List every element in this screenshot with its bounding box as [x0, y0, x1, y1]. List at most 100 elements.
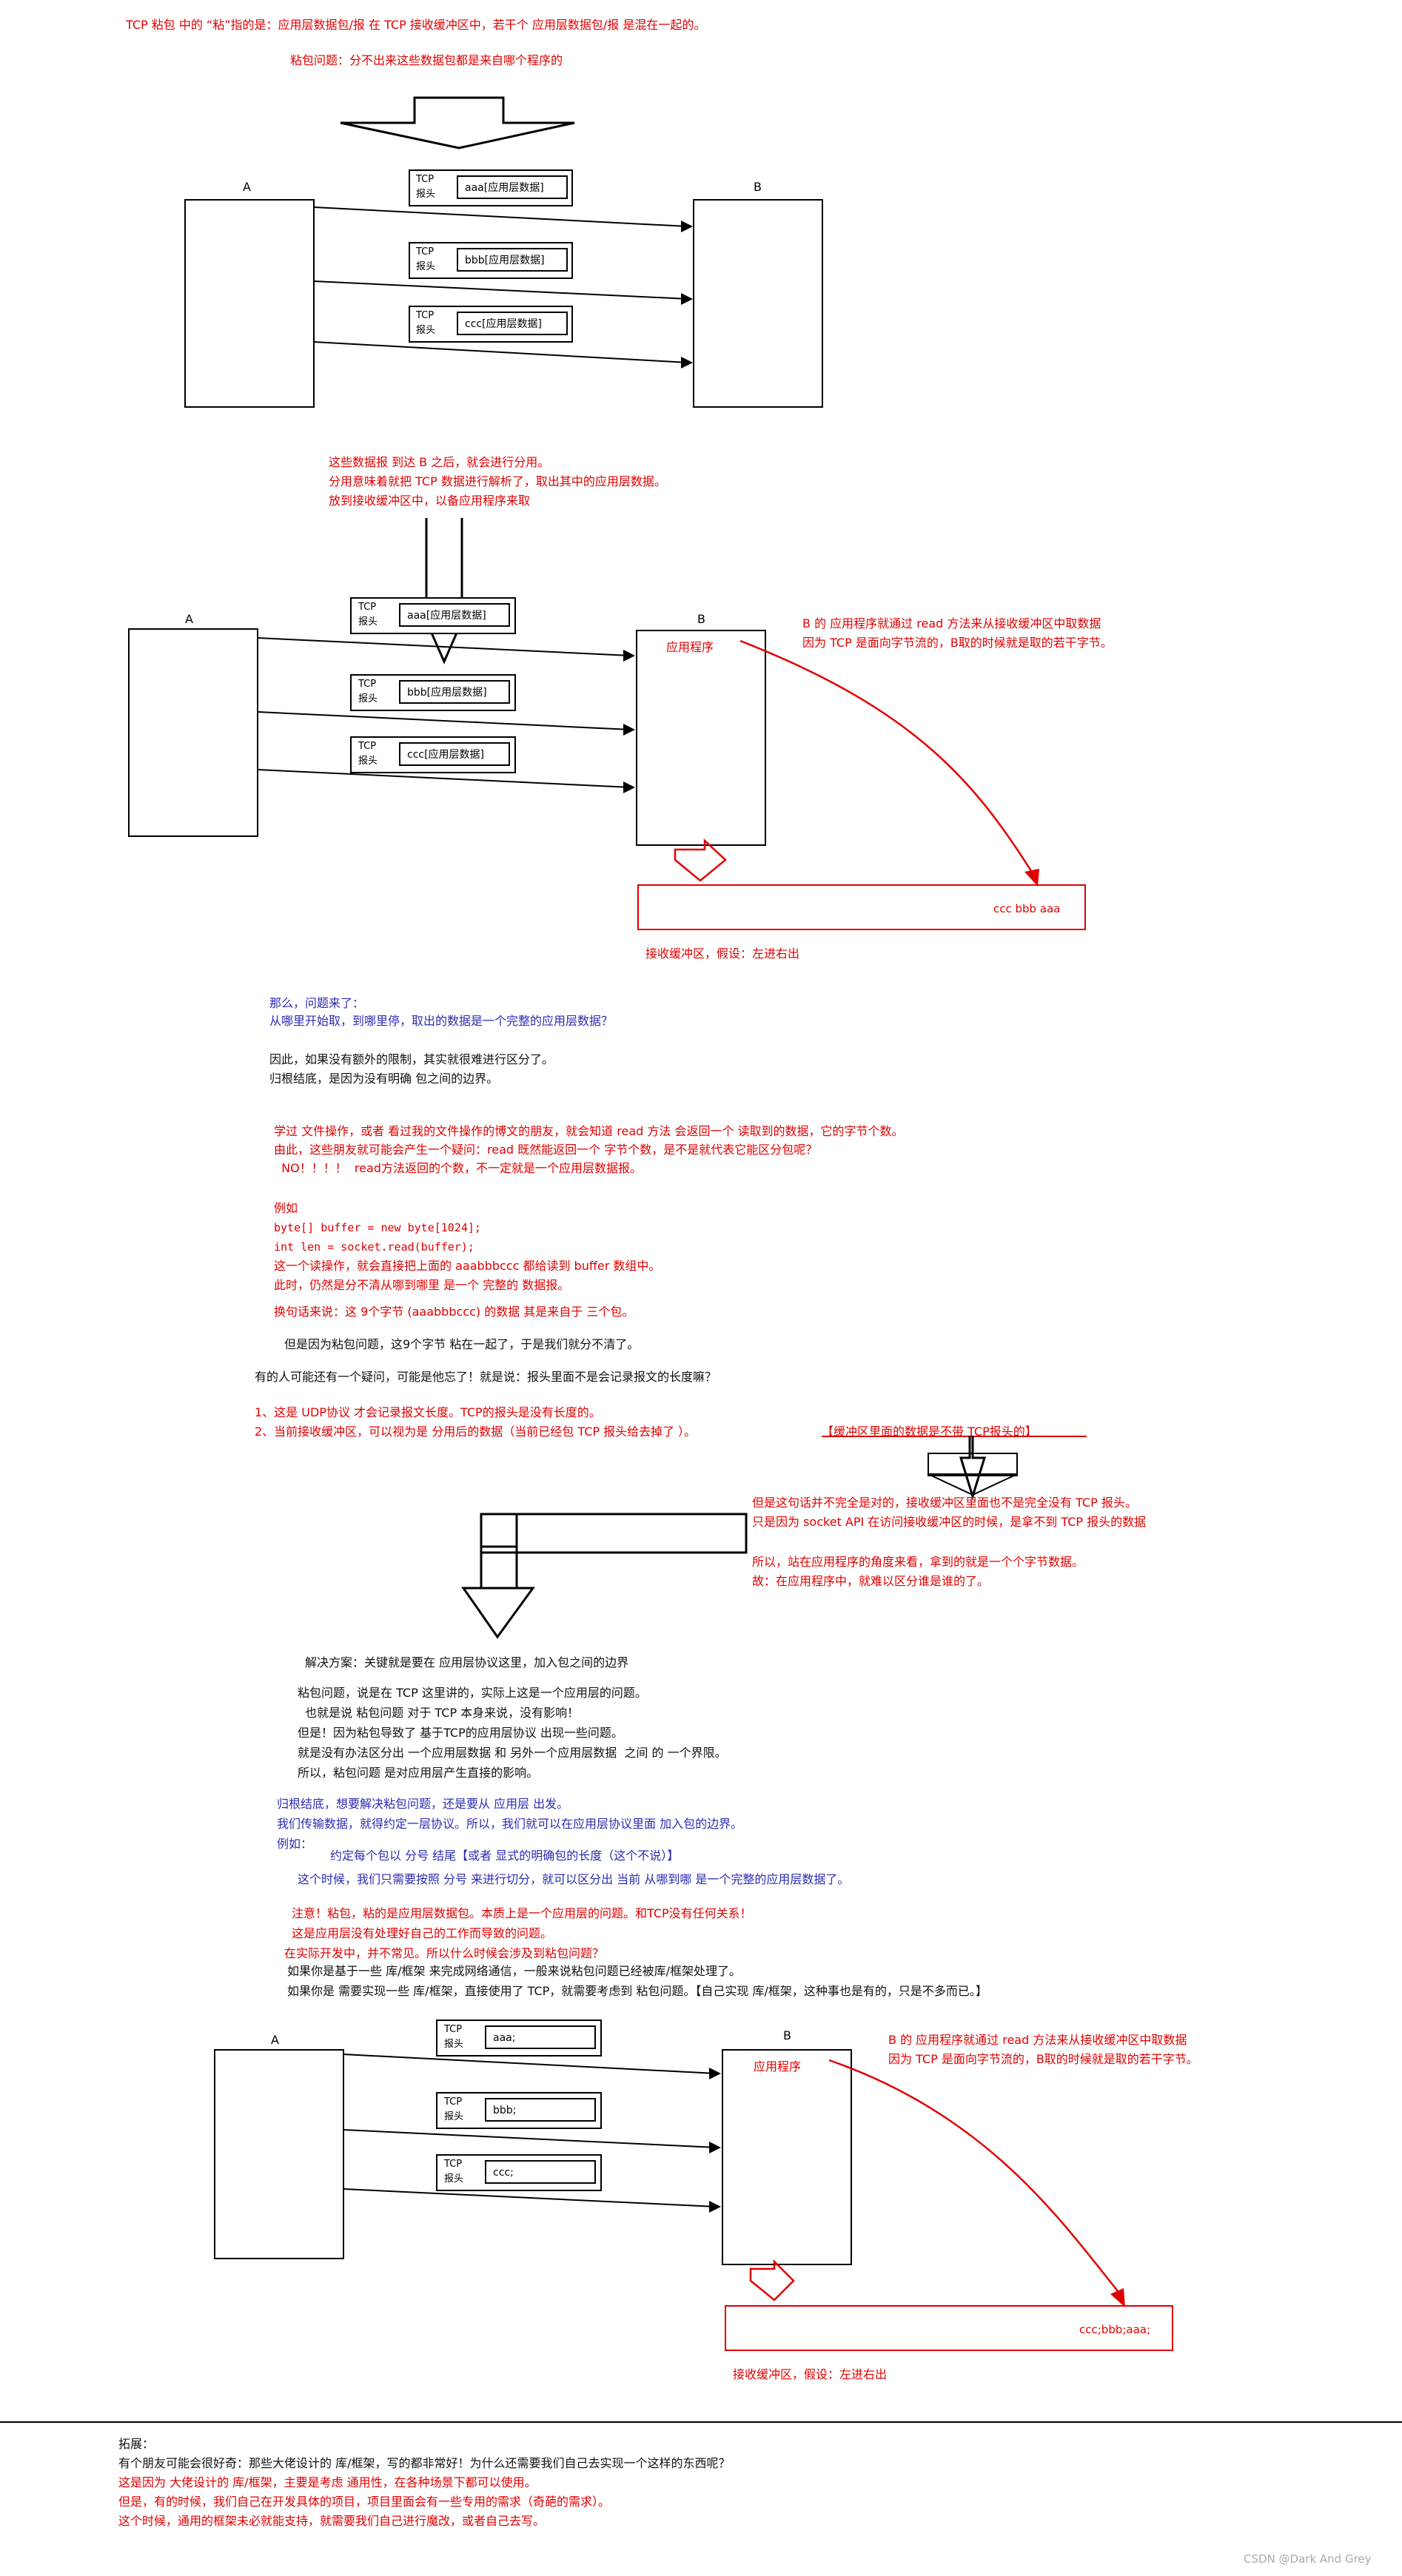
diagram-3: A B 应用程序 TCP 报头 aaa; TCP 报头 bbb; TCP 报头 …	[214, 2020, 1198, 2381]
host-b-box	[722, 2049, 852, 2265]
solution-head: 解决方案：关键就是要在 应用层协议这里，加入包之间的边界	[305, 1655, 629, 1669]
down-arrow-icon	[674, 838, 727, 882]
svg-text:ccc[应用层数据]: ccc[应用层数据]	[407, 748, 484, 761]
arrow-head-icon	[1024, 869, 1039, 887]
packet: TCP 报头 aaa[应用层数据]	[409, 169, 573, 206]
side-note-1: 但是这句话并不完全是对的，接收缓冲区里面也不是完全没有 TCP 报头。	[752, 1496, 1137, 1510]
diagram-2: A B 应用程序 TCP 报头 aaa[应用层数据] TCP 报头 bbb[应用…	[128, 518, 1113, 961]
attention-1: 注意！粘包，粘的是应用层数据包。本质上是一个应用层的问题。和TCP没有任何关系！	[292, 1906, 752, 1920]
solution-blue-2: 我们传输数据，就得约定一层协议。所以，我们就可以在应用层协议里面 加入包的边界。	[277, 1817, 743, 1831]
code-summary: 换句话来说：这 9个字节 (aaabbbccc) 的数据 其是来自于 三个包。	[274, 1305, 634, 1319]
svg-text:TCP: TCP	[415, 174, 434, 185]
arrow-head-icon	[1110, 2288, 1125, 2307]
packet: TCP 报头 bbb;	[436, 2092, 602, 2129]
svg-text:ccc[应用层数据]: ccc[应用层数据]	[465, 317, 542, 330]
conclusion-1a: 因此，如果没有额外的限制，其实就很难进行区分了。	[269, 1052, 554, 1066]
arrow-head-icon	[623, 724, 635, 736]
svg-text:因为 TCP 是面向字节流的，B取的时候就是取的若干字节。: 因为 TCP 是面向字节流的，B取的时候就是取的若干字节。	[888, 2052, 1198, 2066]
solution-blue-1: 归根结底，想要解决粘包问题，还是要从 应用层 出发。	[277, 1797, 569, 1811]
app-label: 应用程序	[754, 2059, 801, 2074]
svg-text:报头: 报头	[416, 325, 435, 336]
sticky-conclusion: 但是因为粘包问题，这9个字节 粘在一起了，于是我们就分不清了。	[284, 1337, 640, 1351]
arrow-head-icon	[709, 2142, 721, 2153]
down-arrow-icon	[959, 1436, 987, 1501]
solution-2: 也就是说 粘包问题 对于 TCP 本身来说，没有影响！	[298, 1706, 580, 1720]
svg-text:TCP: TCP	[443, 2159, 462, 2170]
buffer-label: 接收缓冲区，假设：左进右出	[645, 946, 799, 961]
arrow-head-icon	[681, 293, 693, 305]
extend-question: 有个朋友可能会很好奇：那些大佬设计的 库/框架，写的都非常好！为什么还需要我们自…	[118, 2456, 731, 2470]
extend-title: 拓展：	[118, 2437, 155, 2451]
arrow-head-icon	[709, 2068, 721, 2079]
practice-1: 如果你是基于一些 库/框架 来完成网络通信，一般来说粘包问题已经被库/框架处理了…	[287, 1964, 741, 1978]
answer-2b: 2、当前接收缓冲区，可以视为是 分用后的数据（当前已经包 TCP 报头给去掉了 …	[255, 1425, 697, 1439]
code-4: 这一个读操作，就会直接把上面的 aaabbbccc 都给读到 buffer 数组…	[274, 1259, 661, 1273]
question-1b: 从哪里开始取，到哪里停，取出的数据是一个完整的应用层数据？	[269, 1014, 614, 1028]
arrow-head-icon	[623, 781, 635, 793]
arrow-head-icon	[681, 221, 693, 232]
packet: TCP 报头 bbb[应用层数据]	[350, 674, 516, 711]
receive-buffer	[725, 2305, 1173, 2351]
extend-red-1: 这是因为 大佬设计的 库/框架，主要是考虑 通用性，在各种场景下都可以使用。	[118, 2475, 537, 2489]
packet: TCP 报头 ccc[应用层数据]	[409, 306, 573, 343]
note-demux-2: 分用意味着就把 TCP 数据进行解析了，取出其中的应用层数据。	[329, 474, 666, 488]
svg-text:报头: 报头	[358, 756, 378, 767]
code-2: byte[] buffer = new byte[1024];	[274, 1221, 481, 1234]
host-a-label: A	[243, 180, 251, 194]
svg-text:ccc;bbb;aaa;: ccc;bbb;aaa;	[1079, 2323, 1150, 2336]
svg-text:aaa[应用层数据]: aaa[应用层数据]	[465, 181, 544, 194]
svg-text:bbb[应用层数据]: bbb[应用层数据]	[407, 686, 487, 699]
solution-blue-3: 例如：	[277, 1837, 313, 1851]
svg-text:TCP: TCP	[415, 310, 434, 321]
svg-text:aaa;: aaa;	[493, 2032, 515, 2044]
watermark: CSDN @Dark And Grey	[1244, 2552, 1372, 2566]
intro-line-2: 粘包问题：分不出来这些数据包都是来自哪个程序的	[290, 53, 563, 67]
svg-text:TCP: TCP	[358, 602, 376, 613]
down-arrow-icon	[340, 96, 575, 149]
down-arrow-icon	[415, 518, 473, 665]
answer-2c: 【缓冲区里面的数据是不带 TCP报头的】	[822, 1425, 1037, 1439]
packet: TCP 报头 aaa;	[436, 2020, 602, 2057]
conclusion-1b: 归根结底，是因为没有明确 包之间的边界。	[269, 1072, 499, 1086]
host-a-box	[184, 199, 315, 408]
svg-text:B: B	[783, 2028, 791, 2042]
read-curve	[739, 639, 1038, 880]
read-para-3: NO！！！！ read方法返回的个数，不一定就是一个应用层数据报。	[274, 1161, 642, 1175]
down-arrow-icon	[461, 1587, 535, 1639]
arrow-head-icon	[623, 650, 635, 662]
svg-text:bbb;: bbb;	[493, 2105, 516, 2116]
intro-line-1: TCP 粘包 中的 “粘”指的是：应用层数据包/报 在 TCP 接收缓冲区中，若…	[126, 18, 706, 32]
host-a-box	[128, 628, 258, 837]
side-note-2: 只是因为 socket API 在访问接收缓冲区的时候，是拿不到 TCP 报头的…	[752, 1515, 1147, 1529]
answer-2a: 1、这是 UDP协议 才会记录报文长度。TCP的报头是没有长度的。	[255, 1405, 601, 1419]
arrow-head-icon	[681, 357, 693, 369]
svg-text:TCP: TCP	[358, 741, 376, 752]
question-1a: 那么，问题来了：	[269, 996, 365, 1010]
packet: TCP 报头 ccc;	[436, 2154, 602, 2191]
svg-text:报头: 报头	[444, 2039, 463, 2050]
host-b-label: B	[754, 180, 762, 194]
buffer-content: ccc bbb aaa	[993, 902, 1060, 915]
svg-text:因为 TCP 是面向字节流的，B取的时候就是取的若干字节。: 因为 TCP 是面向字节流的，B取的时候就是取的若干字节。	[802, 636, 1113, 650]
packet: TCP 报头 bbb[应用层数据]	[409, 242, 573, 279]
svg-text:接收缓冲区，假设：左进右出: 接收缓冲区，假设：左进右出	[733, 2367, 887, 2381]
svg-text:TCP: TCP	[443, 2024, 462, 2035]
divider	[0, 2421, 1402, 2423]
question-2: 有的人可能还有一个疑问，可能是他忘了！就是说：报头里面不是会记录报文的长度嘛？	[255, 1370, 717, 1384]
host-b-box	[693, 199, 823, 408]
packet: TCP 报头 ccc[应用层数据]	[350, 736, 516, 773]
code-3: int len = socket.read(buffer);	[274, 1240, 474, 1254]
svg-text:B 的 应用程序就通过 read 方法来从接收缓冲区中取数据: B 的 应用程序就通过 read 方法来从接收缓冲区中取数据	[802, 616, 1101, 630]
solution-example: 约定每个包以 分号 结尾【或者 显式的明确包的长度（这个不说）】	[330, 1849, 680, 1863]
solution-cut: 这个时候，我们只需要按照 分号 来进行切分，就可以区分出 当前 从哪到哪 是一个…	[298, 1872, 850, 1886]
packet: TCP 报头 aaa[应用层数据]	[350, 597, 516, 634]
svg-text:报头: 报头	[444, 2111, 463, 2122]
svg-text:A: A	[271, 2033, 279, 2047]
svg-text:B: B	[697, 612, 705, 626]
code-1: 例如	[274, 1201, 298, 1215]
svg-text:aaa[应用层数据]: aaa[应用层数据]	[407, 609, 486, 622]
solution-3: 但是！因为粘包导致了 基于TCP的应用层协议 出现一些问题。	[298, 1726, 623, 1740]
diagram-flow	[461, 1436, 1087, 1639]
receive-buffer	[637, 884, 1086, 930]
solution-4: 就是没有办法区分出 一个应用层数据 和 另外一个应用层数据 之间 的 一个界限。	[298, 1746, 727, 1760]
